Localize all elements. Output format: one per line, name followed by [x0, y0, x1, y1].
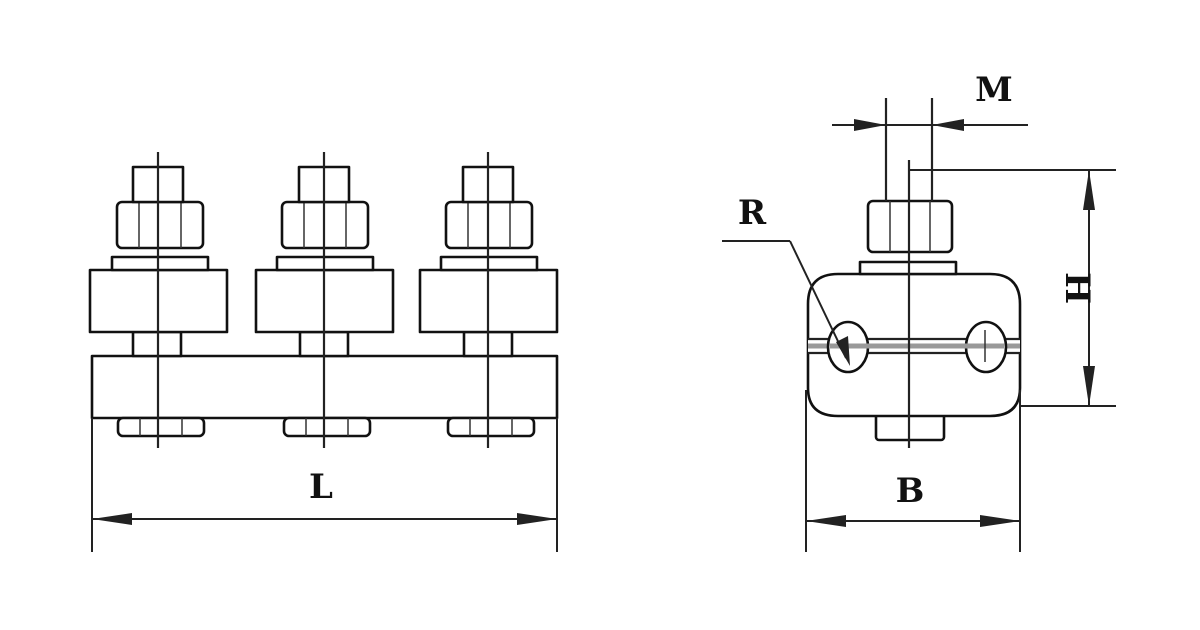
bolt-assembly-1	[88, 152, 229, 448]
dimension-width	[805, 390, 1021, 552]
front-view: L	[88, 152, 559, 552]
radius-label: R	[738, 193, 767, 233]
dimension-height	[909, 169, 1116, 407]
bolt-assembly-2	[254, 152, 395, 448]
height-label: H	[1057, 272, 1097, 304]
side-view: M H B R	[722, 70, 1116, 552]
length-label: L	[309, 467, 333, 507]
bolt-assembly-3	[418, 152, 559, 448]
width-label: B	[896, 471, 925, 511]
dimension-bolt	[832, 119, 1028, 131]
radius-leader	[722, 240, 850, 366]
bolt-label: M	[975, 70, 1013, 110]
dimension-length	[91, 418, 558, 552]
